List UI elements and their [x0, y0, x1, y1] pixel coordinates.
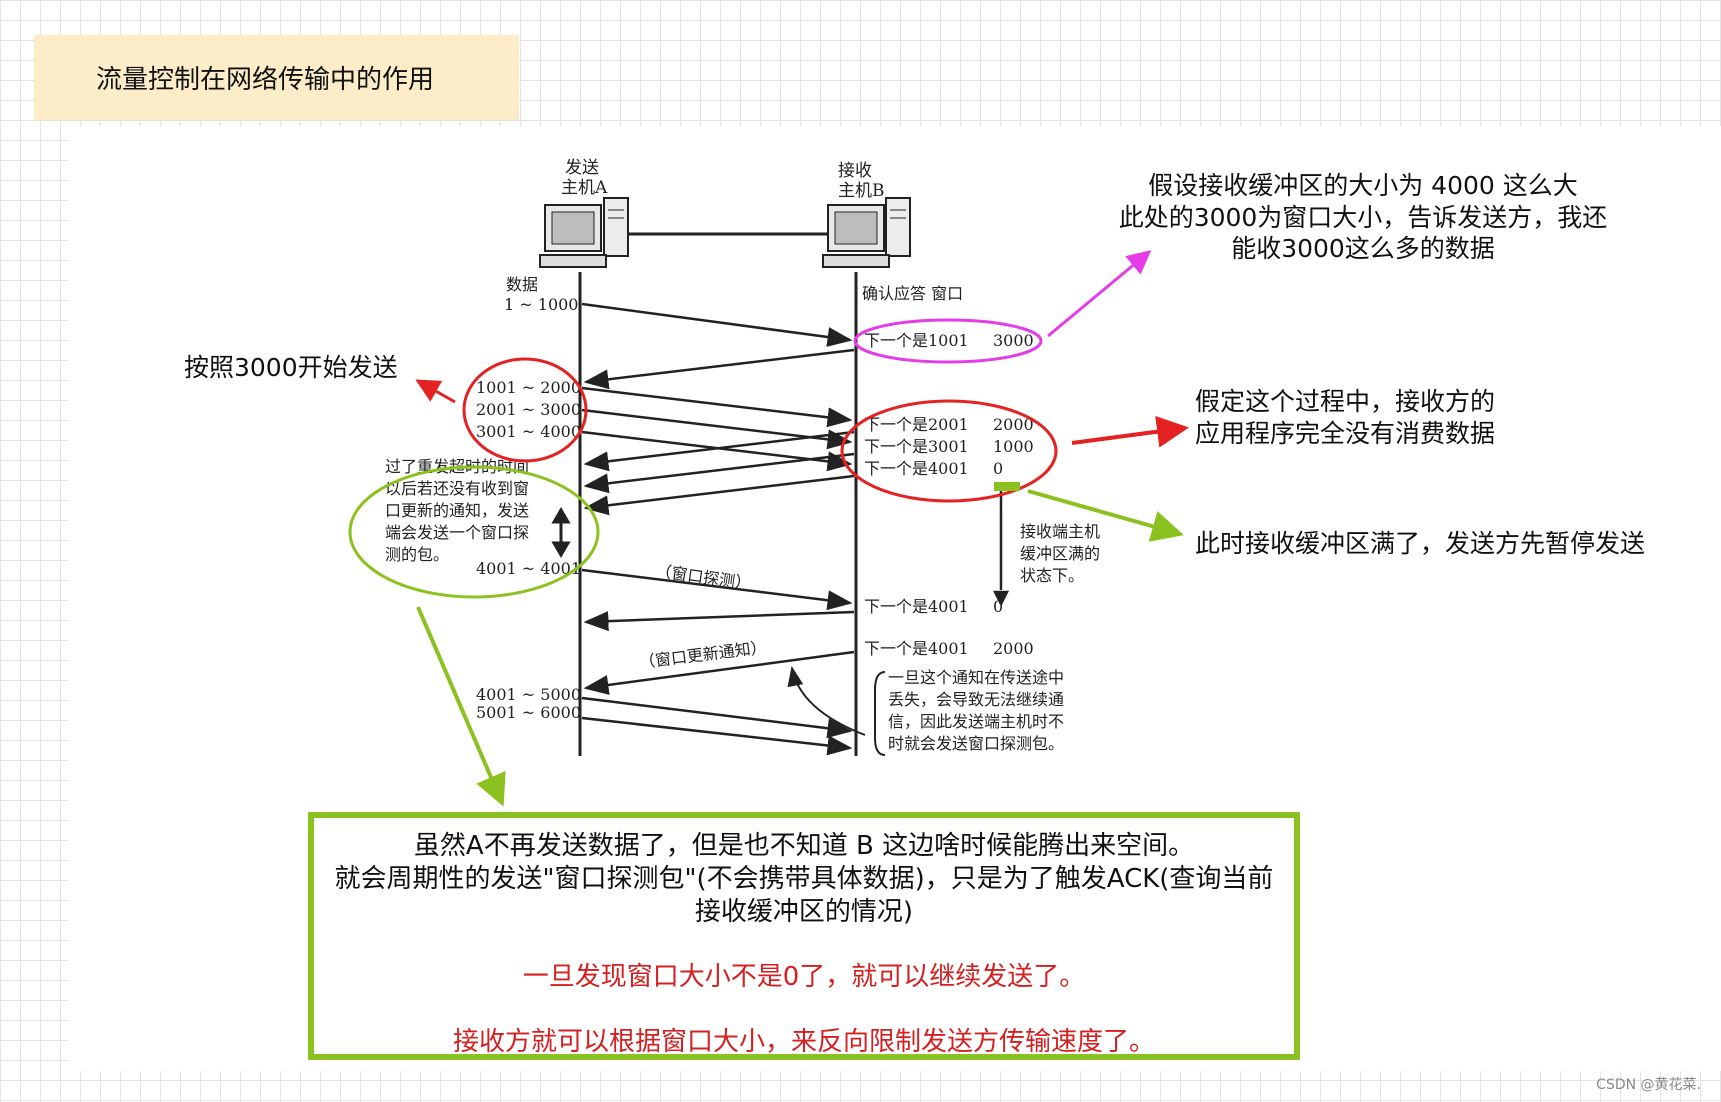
note-red-line-1: 一旦发现窗口大小不是0了，就可以继续发送了。: [522, 962, 1086, 992]
window-size-annotation: 假设接收缓冲区的大小为 4000 这么大 此处的3000为窗口大小，告诉发送方，…: [1119, 171, 1608, 263]
ack-window: 0: [993, 597, 1003, 616]
data-header-1: 数据: [506, 275, 538, 294]
svg-text:能收3000这么多的数据: 能收3000这么多的数据: [1231, 234, 1495, 263]
window-zero-marker: [994, 482, 1020, 491]
svg-text:端会发送一个窗口探: 端会发送一个窗口探: [385, 523, 529, 542]
buffer-full-annotation: 此时接收缓冲区满了，发送方先暂停发送: [1195, 529, 1645, 558]
arrow-ack-2001: [583, 430, 855, 472]
note-line-1: 虽然A不再发送数据了，但是也不知道 B 这边啥时候能腾出来空间。: [413, 831, 1195, 861]
svg-text:缓冲区满的: 缓冲区满的: [1020, 544, 1100, 563]
svg-text:以后若还没有收到窗: 以后若还没有收到窗: [385, 479, 529, 498]
svg-text:接收端主机: 接收端主机: [1020, 522, 1100, 541]
send-segment-3: 3001 ~ 4000: [476, 422, 581, 441]
arrow-probe: [581, 568, 853, 611]
svg-text:状态下。: 状态下。: [1020, 566, 1084, 585]
send-segment-1: 1001 ~ 2000: [476, 378, 581, 397]
lost-note-pointer: [787, 666, 866, 736]
probe-label: （窗口探测）: [654, 561, 752, 593]
svg-text:时就会发送窗口探测包。: 时就会发送窗口探测包。: [888, 734, 1064, 753]
footer-credit: CSDN @黄花菜.: [1596, 1077, 1701, 1093]
arrow-window-update: [583, 650, 855, 695]
data-header-2: 1 ~ 1000: [504, 295, 578, 314]
receiver-computer-icon: [822, 197, 911, 268]
sender-label-2: 主机A: [561, 178, 608, 198]
svg-text:此处的3000为窗口大小，告诉发送方，我还: 此处的3000为窗口大小，告诉发送方，我还: [1119, 203, 1608, 232]
svg-text:丢失，会导致无法继续通: 丢失，会导致无法继续通: [888, 690, 1064, 709]
lost-note-bracket: [874, 671, 886, 756]
ack-next: 下一个是4001: [864, 597, 969, 616]
buffer-full-arrow: [1027, 489, 1184, 542]
arrow-ack-probe: [583, 610, 855, 632]
segments-highlight: [462, 357, 588, 463]
ack-window: 1000: [993, 437, 1034, 456]
window-probe-note: 虽然A不再发送数据了，但是也不知道 B 这边啥时候能腾出来空间。 就会周期性的发…: [308, 812, 1300, 1060]
ack-next: 下一个是4001: [864, 639, 969, 658]
svg-text:口更新的通知，发送: 口更新的通知，发送: [385, 501, 529, 520]
receiver-label-2: 主机B: [838, 181, 885, 201]
final-segment-2: 5001 ~ 6000: [476, 703, 581, 722]
arrow-data-1: [581, 302, 853, 347]
svg-text:假设接收缓冲区的大小为 4000 这么大: 假设接收缓冲区的大小为 4000 这么大: [1148, 171, 1578, 200]
page-title: 流量控制在网络传输中的作用: [34, 35, 519, 120]
svg-text:信，因此发送端主机时不: 信，因此发送端主机时不: [888, 712, 1064, 731]
svg-text:一旦这个通知在传送途中: 一旦这个通知在传送途中: [888, 668, 1064, 687]
timeout-note: 过了重发超时的时间 以后若还没有收到窗 口更新的通知，发送 端会发送一个窗口探 …: [385, 457, 529, 564]
note-red-line-2: 接收方就可以根据窗口大小，来反向限制发送方传输速度了。: [452, 1027, 1155, 1057]
arrow-ack-1001: [583, 348, 855, 390]
note-line-3: 接收缓冲区的情况): [694, 897, 914, 927]
ack-header: 确认应答 窗口: [862, 284, 963, 303]
ack-next: 下一个是4001: [864, 459, 969, 478]
svg-text:假定这个过程中，接收方的: 假定这个过程中，接收方的: [1195, 387, 1495, 416]
no-consume-annotation: 假定这个过程中，接收方的 应用程序完全没有消费数据: [1195, 387, 1495, 448]
ack-next: 下一个是1001: [864, 331, 969, 350]
receiver-label-1: 接收: [838, 161, 872, 181]
arrow-ack-3001: [583, 452, 855, 494]
note-box-arrow: [416, 606, 506, 807]
ack-window: 0: [993, 459, 1003, 478]
timeout-indicator: [551, 507, 571, 558]
window-note-arrow: [1047, 250, 1152, 338]
note-line-2: 就会周期性的发送"窗口探测包"(不会携带具体数据)，只是为了触发ACK(查询当前: [334, 864, 1274, 894]
no-consume-arrow: [1071, 415, 1189, 448]
ack-window: 2000: [993, 415, 1034, 434]
start-send-annotation: 按照3000开始发送: [184, 353, 398, 382]
probe-segment: 4001 ~ 4001: [476, 559, 581, 578]
acks-highlight: [840, 399, 1058, 503]
ack-window: 2000: [993, 639, 1034, 658]
probe-highlight: [348, 465, 600, 599]
ack-window: 3000: [993, 331, 1034, 350]
arrow-seg-4001: [581, 696, 853, 739]
arrow-ack-4001: [583, 474, 855, 516]
svg-text:测的包。: 测的包。: [385, 545, 449, 564]
send-segment-2: 2001 ~ 3000: [476, 400, 581, 419]
window-3000-highlight: [853, 318, 1043, 364]
lost-note: 一旦这个通知在传送途中 丢失，会导致无法继续通 信，因此发送端主机时不 时就会发…: [888, 668, 1064, 753]
arrow-seg-1001: [581, 386, 853, 428]
ack-next: 下一个是2001: [864, 415, 969, 434]
ack-next: 下一个是3001: [864, 437, 969, 456]
start-send-arrow: [415, 379, 456, 404]
svg-text:应用程序完全没有消费数据: 应用程序完全没有消费数据: [1195, 419, 1495, 448]
arrow-seg-5001: [581, 716, 853, 756]
sender-computer-icon: [539, 197, 629, 268]
sender-label-1: 发送: [565, 158, 599, 178]
final-segment-1: 4001 ~ 5000: [476, 685, 581, 704]
segment-arrows: [581, 302, 855, 756]
ack-list: 下一个是1001 3000 下一个是2001 2000 下一个是3001 100…: [864, 331, 1034, 658]
buffer-note: 接收端主机 缓冲区满的 状态下。: [1020, 522, 1100, 585]
buffer-full-indicator: [992, 490, 1010, 607]
